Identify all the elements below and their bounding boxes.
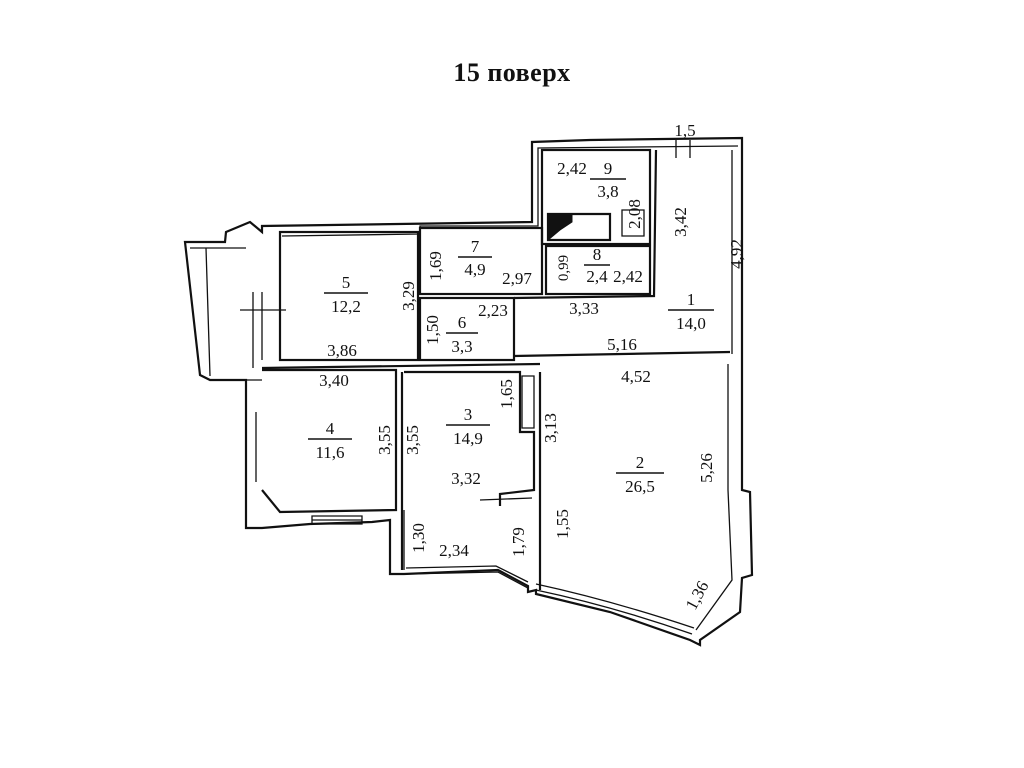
dim-label: 3,33 [569,299,599,318]
room-2-area: 26,5 [625,477,655,496]
room-3-walls [400,370,536,570]
room-6-number: 6 [458,313,467,332]
room-6-area: 3,3 [451,337,472,356]
room-label-8: 8 2,4 [584,245,610,286]
window-arc-room-2 [535,583,695,635]
dim-label: 2,08 [625,199,644,229]
dim-label: 3,32 [451,469,481,488]
interior-walls [261,148,731,590]
dim-label: 1,5 [674,121,695,140]
dim-label: 0,99 [556,255,572,281]
room-label-9: 9 3,8 [590,159,626,201]
outer-walls [183,136,754,647]
window-bottom-room-3 [405,565,529,589]
room-4-walls [261,368,398,514]
dim-label: 3,40 [319,371,349,390]
room-4-area: 11,6 [315,443,344,462]
room-label-7: 7 4,9 [458,237,492,279]
dim-label: 4,92 [727,239,746,269]
room-label-4: 4 11,6 [308,419,352,462]
dim-label: 1,69 [426,251,445,281]
room-6-walls [418,296,516,362]
shaft-fill [547,213,573,242]
room-9-area: 3,8 [597,182,618,201]
dim-label: 2,97 [502,269,532,288]
dim-label: 2,42 [557,159,587,178]
room-7-number: 7 [471,237,480,256]
window-bottom-room-4 [311,515,363,525]
inner-right-wall [695,150,733,631]
dim-label: 2,34 [439,541,469,560]
dim-label: 1,30 [409,523,428,553]
room-5-walls [278,230,420,362]
dim-label: 1,65 [497,379,516,409]
floor-title: 15 поверх [453,58,571,87]
room-1-number: 1 [687,290,696,309]
shaft-small [621,209,645,237]
room-1-walls [513,149,731,358]
dim-label: 1,79 [509,527,528,557]
room-label-1: 1 14,0 [668,290,714,333]
inner-top-wall [281,145,739,237]
room-4-number: 4 [326,419,335,438]
room-7-area: 4,9 [464,260,485,279]
dim-label: 3,55 [375,425,394,455]
room-label-3: 3 14,9 [446,405,490,448]
room-5-number: 5 [342,273,351,292]
dim-label: 3,29 [399,281,418,311]
dim-label: 4,52 [621,367,651,386]
wall-row-divider [261,362,541,370]
room-3-number: 3 [464,405,473,424]
dim-label: 1,50 [423,315,442,345]
room-8-area: 2,4 [586,267,608,286]
dim-label: 1,55 [553,509,572,539]
room-7-walls [418,226,544,296]
dim-label: 3,42 [671,207,690,237]
room-label-2: 2 26,5 [616,453,664,496]
room-8-walls [544,244,652,296]
dim-label: 2,42 [613,267,643,286]
dim-label: 3,13 [541,413,560,443]
room-2-number: 2 [636,453,645,472]
dim-label: 3,86 [327,341,357,360]
room-label-6: 6 3,3 [446,313,478,356]
room-3-inner [403,497,533,570]
dim-label: 3,55 [403,425,422,455]
dim-label: 1,36 [682,578,713,613]
room-labels: 1 14,0 2 26,5 3 14,9 4 11,6 5 12,2 6 3,3 [308,159,714,496]
dim-label: 2,23 [478,301,508,320]
balcony-left [190,247,263,381]
outer-wall-outline [183,136,754,647]
room-label-5: 5 12,2 [324,273,368,316]
room-8-number: 8 [593,245,602,264]
dimension-labels: 1,5 2,42 2,08 3,42 4,92 1,69 2,97 0,99 2… [319,121,746,613]
room-9-walls [540,148,652,246]
room-3-area: 14,9 [453,429,483,448]
room-9-number: 9 [604,159,613,178]
dim-label: 5,16 [607,335,637,354]
room-3-niche [521,375,535,429]
dim-label: 5,26 [697,453,716,483]
room-5-area: 12,2 [331,297,361,316]
room-1-area: 14,0 [676,314,706,333]
